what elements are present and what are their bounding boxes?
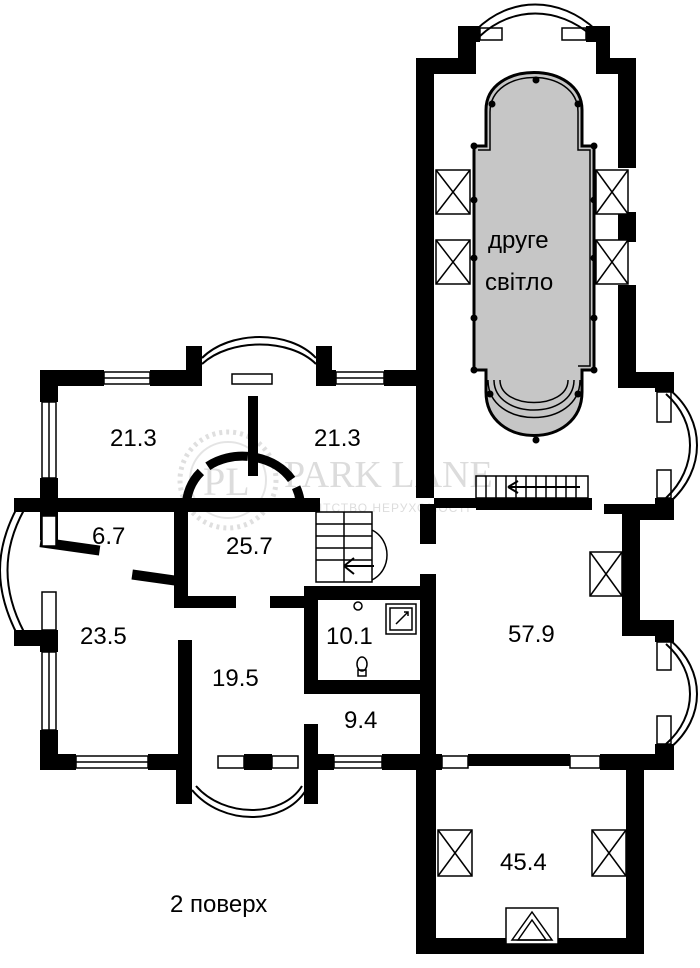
room-area-center: 19.5 bbox=[212, 665, 259, 692]
room-area-small-left: 6.7 bbox=[92, 523, 125, 550]
floor-label: 2 поверх bbox=[170, 891, 267, 918]
watermark-brand: PARK LANE bbox=[284, 454, 493, 496]
void-label-line1: друге bbox=[488, 227, 549, 254]
void-label-line2: світло bbox=[485, 269, 553, 296]
room-labels: 21.3 21.3 6.7 25.7 23.5 19.5 10.1 9.4 57… bbox=[80, 425, 555, 876]
room-area-hall: 25.7 bbox=[226, 533, 273, 560]
hall-arc bbox=[181, 451, 305, 511]
room-area-left: 23.5 bbox=[80, 623, 127, 650]
room-area-bottom-right: 45.4 bbox=[500, 849, 547, 876]
staircase bbox=[315, 475, 589, 583]
room-area-upper-left: 21.3 bbox=[110, 425, 157, 452]
room-area-upper-right: 21.3 bbox=[314, 425, 361, 452]
room-area-bathroom: 10.1 bbox=[326, 623, 373, 650]
double-height-void: друге світло bbox=[470, 71, 598, 444]
walls bbox=[14, 26, 674, 954]
bay-arcs bbox=[0, 3, 698, 818]
watermark-seal bbox=[177, 429, 279, 531]
room-area-small: 9.4 bbox=[344, 707, 377, 734]
windows bbox=[41, 27, 672, 769]
room-area-large: 57.9 bbox=[508, 621, 555, 648]
bathroom-fixtures bbox=[353, 601, 417, 677]
skylights bbox=[435, 169, 629, 945]
